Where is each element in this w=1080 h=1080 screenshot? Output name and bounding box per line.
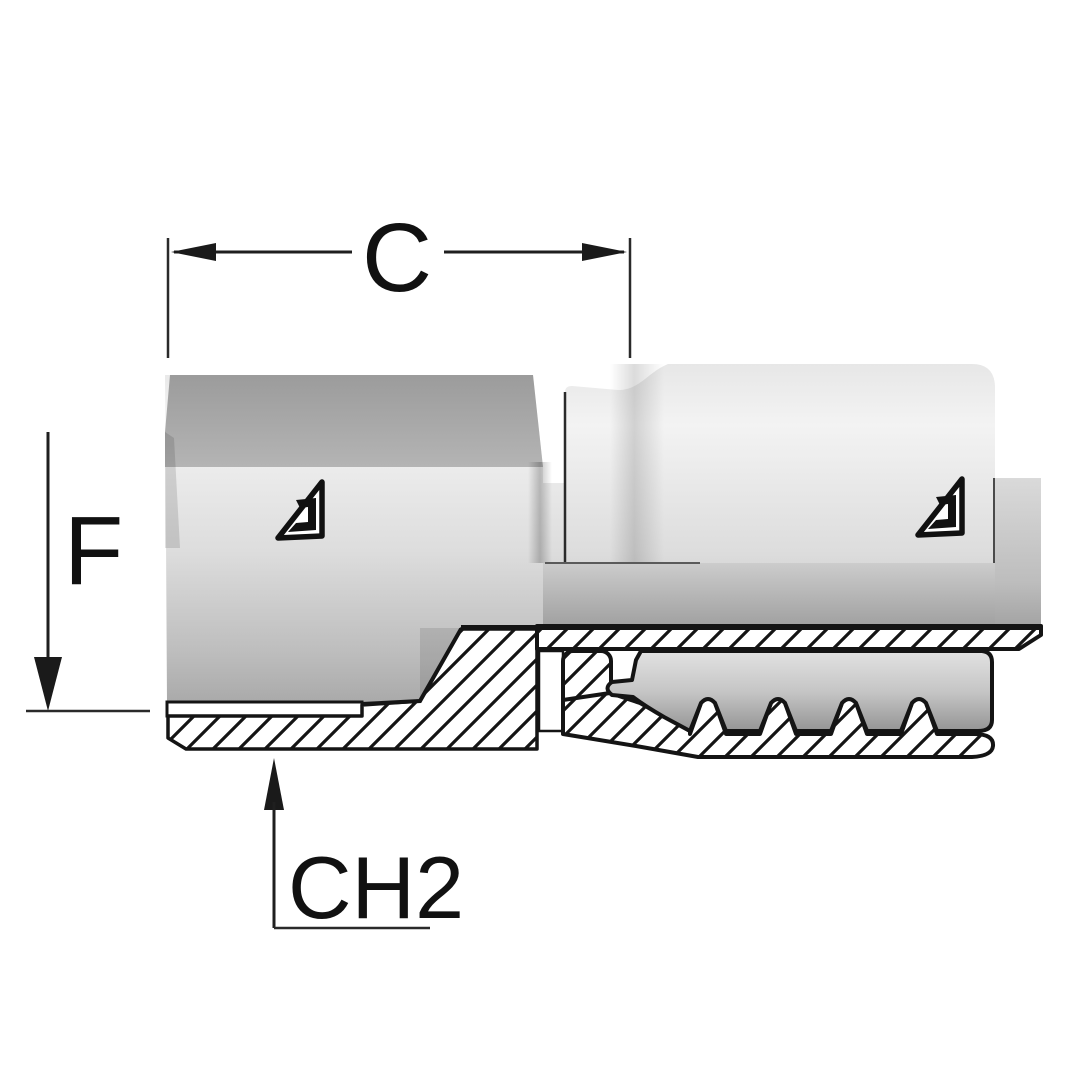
ch2-dimension-label: CH2 — [288, 838, 464, 937]
f-arrowhead-down — [34, 657, 62, 711]
section-plane-line-left — [361, 628, 463, 706]
neck-shadow-band — [528, 462, 552, 563]
fitting-section — [165, 624, 1043, 759]
dimension-ch2: CH2 — [264, 758, 464, 937]
hex-nut-top-facet — [165, 375, 543, 467]
c-dimension-label: C — [362, 203, 432, 312]
c-arrowhead-right — [582, 243, 627, 261]
hose-section — [605, 649, 994, 733]
hex-nut-left-edge-shade — [165, 432, 180, 548]
c-arrowhead-left — [171, 243, 216, 261]
dimension-c: C — [166, 203, 632, 358]
fitting-exterior — [165, 364, 1041, 704]
interlock-notch — [537, 649, 565, 733]
shell-end-collar — [995, 478, 1041, 628]
dimension-f: F — [26, 432, 150, 713]
ch2-arrowhead-up — [264, 758, 284, 810]
f-dimension-label: F — [64, 496, 123, 605]
thread-bore-strip — [165, 700, 364, 718]
shell-shadow-band — [610, 364, 664, 563]
under-shell-band — [543, 563, 1041, 628]
